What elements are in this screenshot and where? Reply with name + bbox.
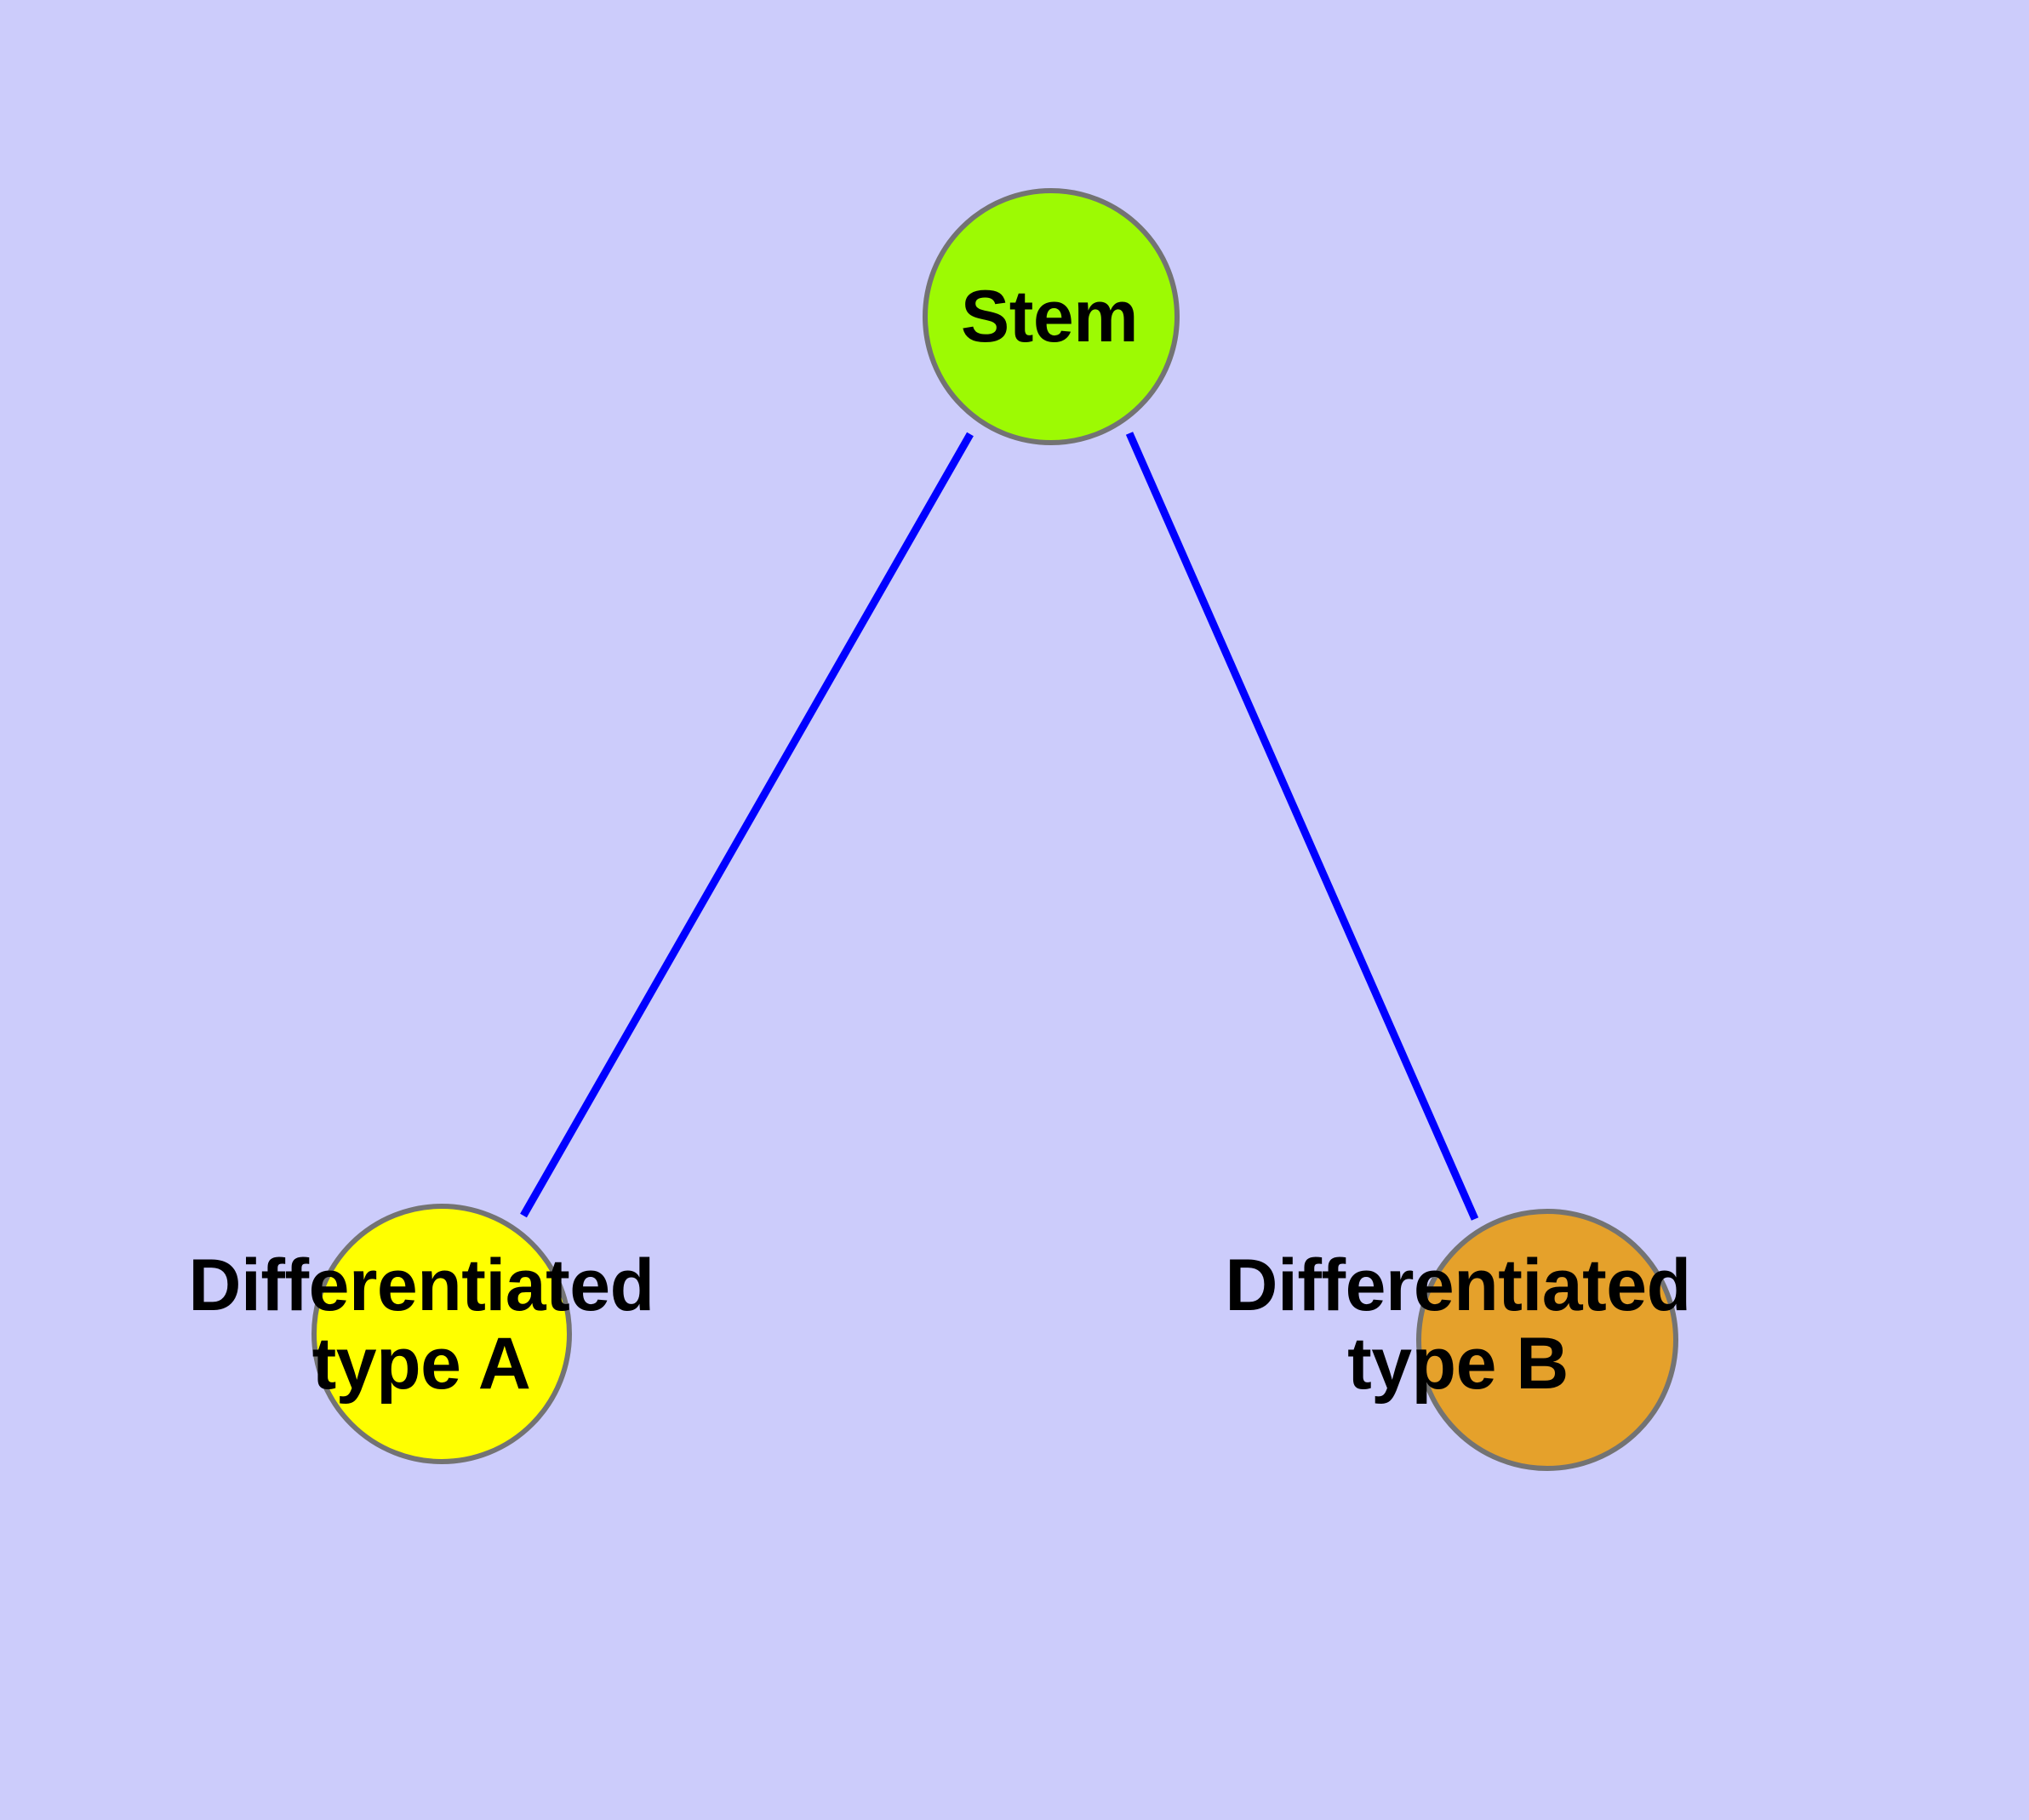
node-differentiated-type-a[interactable] xyxy=(311,1204,572,1464)
edge-stem-to-differentiated-type-b xyxy=(1125,432,1479,1221)
edge-stem-to-differentiated-type-a xyxy=(520,432,974,1218)
node-stem[interactable] xyxy=(923,188,1180,445)
node-differentiated-type-b[interactable] xyxy=(1416,1209,1678,1471)
